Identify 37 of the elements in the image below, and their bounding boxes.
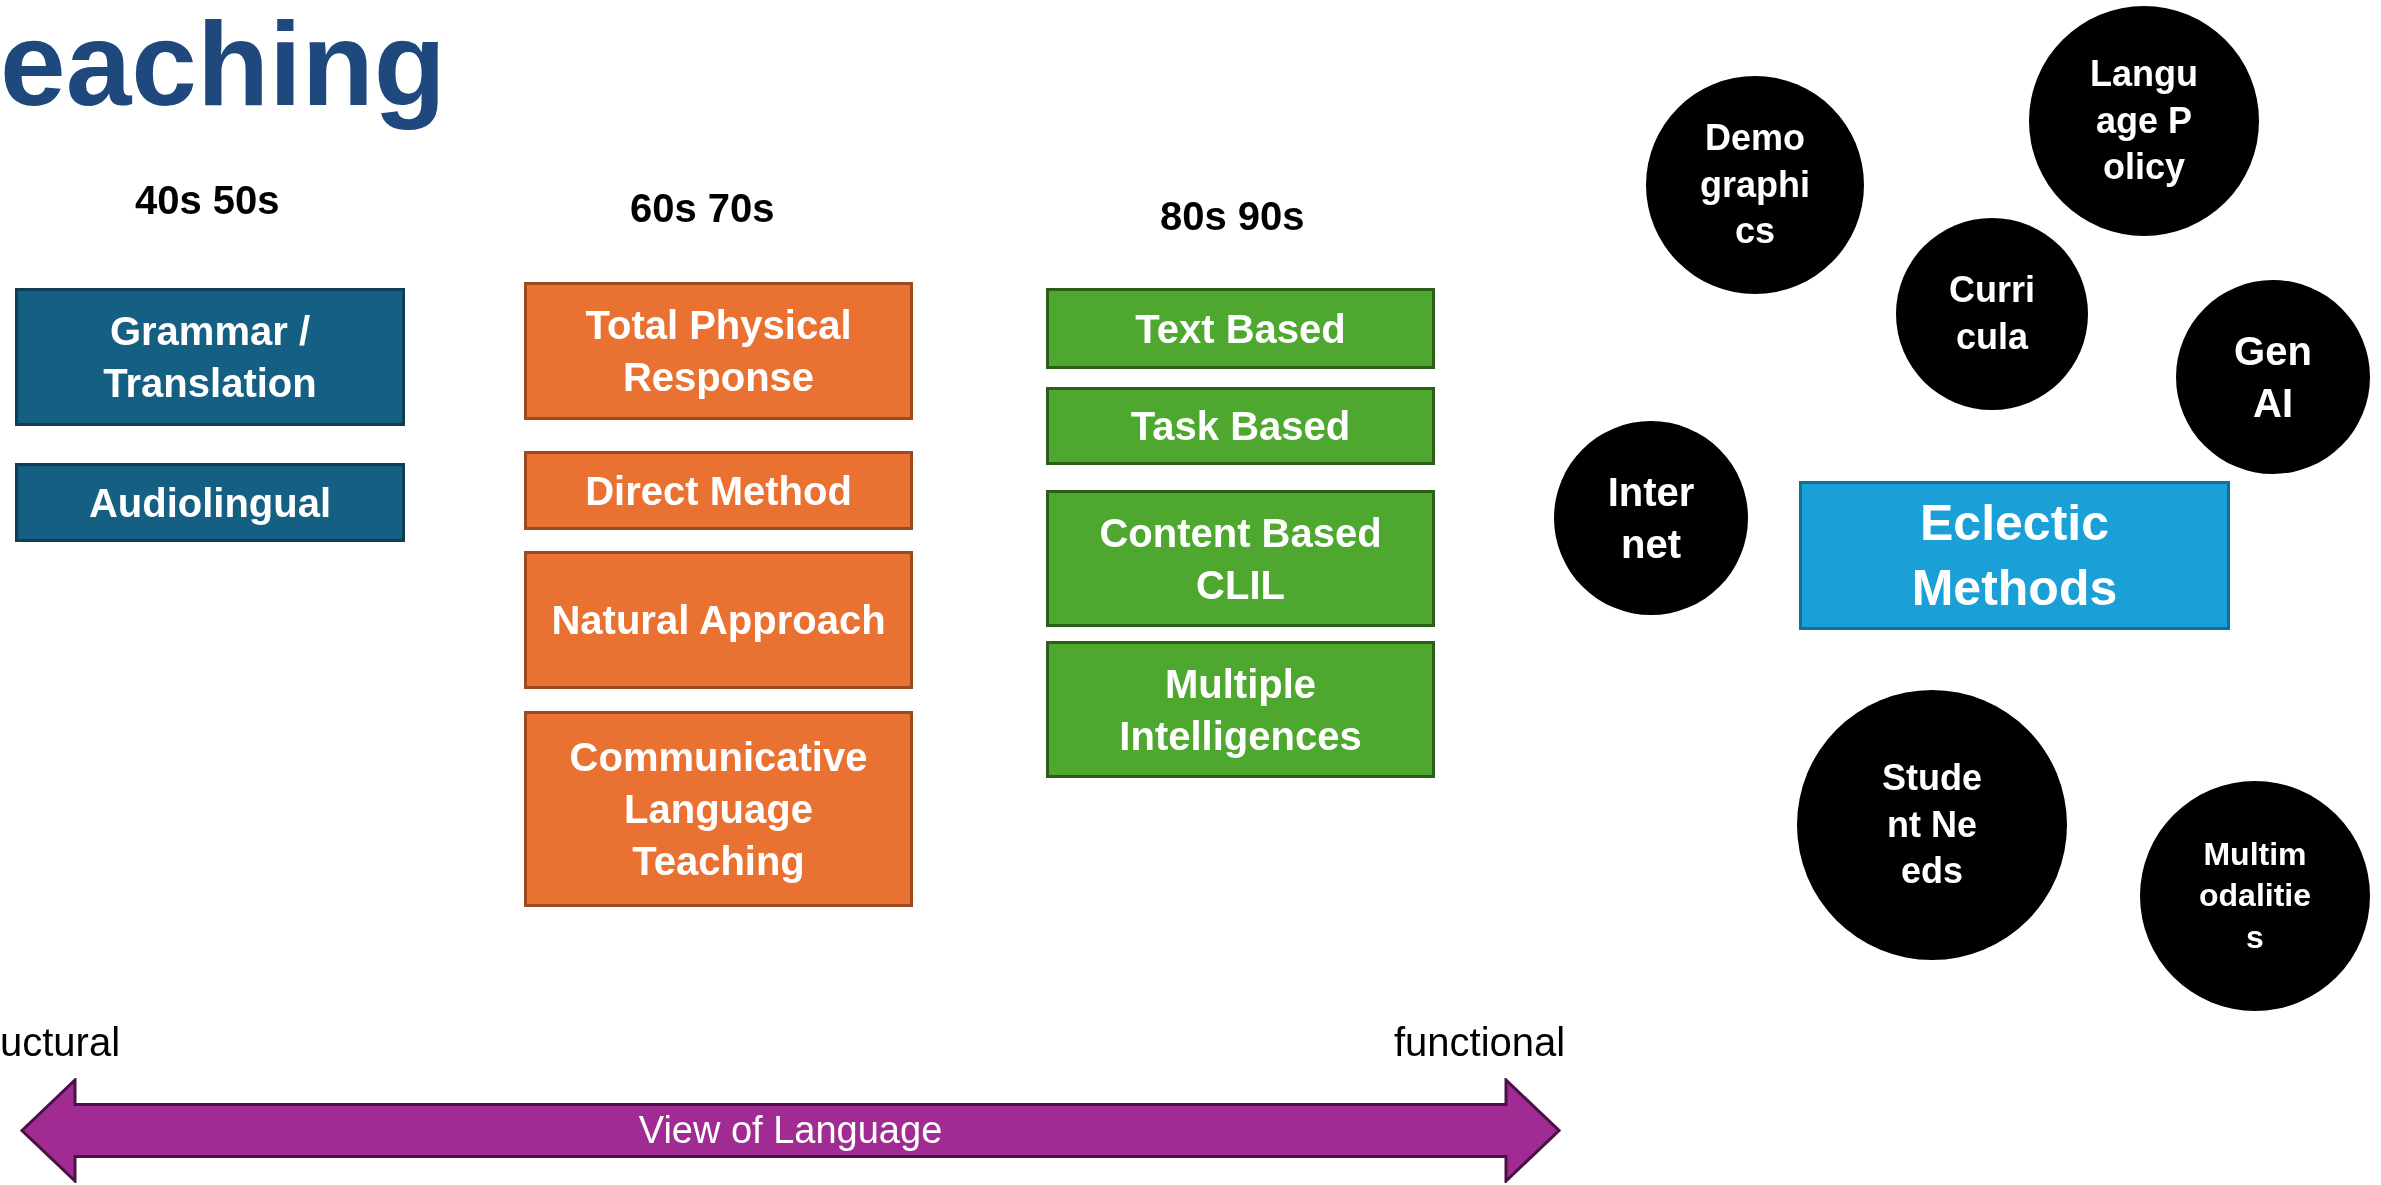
method-label: Language Policy (2089, 51, 2199, 190)
method-box (15, 288, 405, 426)
method-box (524, 451, 913, 530)
double-arrow (20, 1078, 1561, 1183)
axis-end-label: functional (1394, 1020, 1566, 1065)
method-label: View of Language (638, 1107, 943, 1153)
method-label: Gen AI (2233, 328, 2313, 427)
method-box (1046, 641, 1435, 778)
method-label: Multimodalities (2198, 834, 2312, 957)
decade-heading: 60s 70s (630, 186, 775, 231)
method-box (524, 551, 913, 689)
method-label: Audiolingual (87, 479, 333, 527)
method-label: Total Physical Response (584, 302, 853, 401)
method-box (524, 282, 913, 420)
axis-end-label: uctural (0, 1020, 121, 1065)
method-label: Content Based CLIL (1098, 509, 1383, 609)
method-box (1799, 481, 2230, 630)
title: eaching (0, 0, 446, 130)
method-label: Direct Method (584, 467, 853, 515)
method-label: Natural Approach (550, 597, 887, 644)
method-label: Task Based (1129, 403, 1352, 450)
method-label: Internet (1606, 469, 1696, 568)
method-box (15, 463, 405, 542)
method-box (1046, 288, 1435, 369)
method-label: Curricula (1948, 268, 2036, 359)
method-label: Student Needs (1881, 755, 1983, 894)
method-box (1046, 387, 1435, 465)
method-box (1046, 490, 1435, 627)
method-label: Grammar / Translation (102, 308, 318, 407)
decade-heading: 40s 50s (135, 178, 280, 223)
method-label: Multiple Intelligences (1118, 660, 1363, 760)
method-label: Text Based (1134, 305, 1347, 353)
method-label: Demographics (1700, 115, 1810, 254)
method-label: Communicative Language Teaching (568, 734, 869, 885)
decade-heading: 80s 90s (1160, 194, 1305, 239)
method-label: Eclectic Methods (1910, 493, 2119, 618)
method-box (524, 711, 913, 907)
